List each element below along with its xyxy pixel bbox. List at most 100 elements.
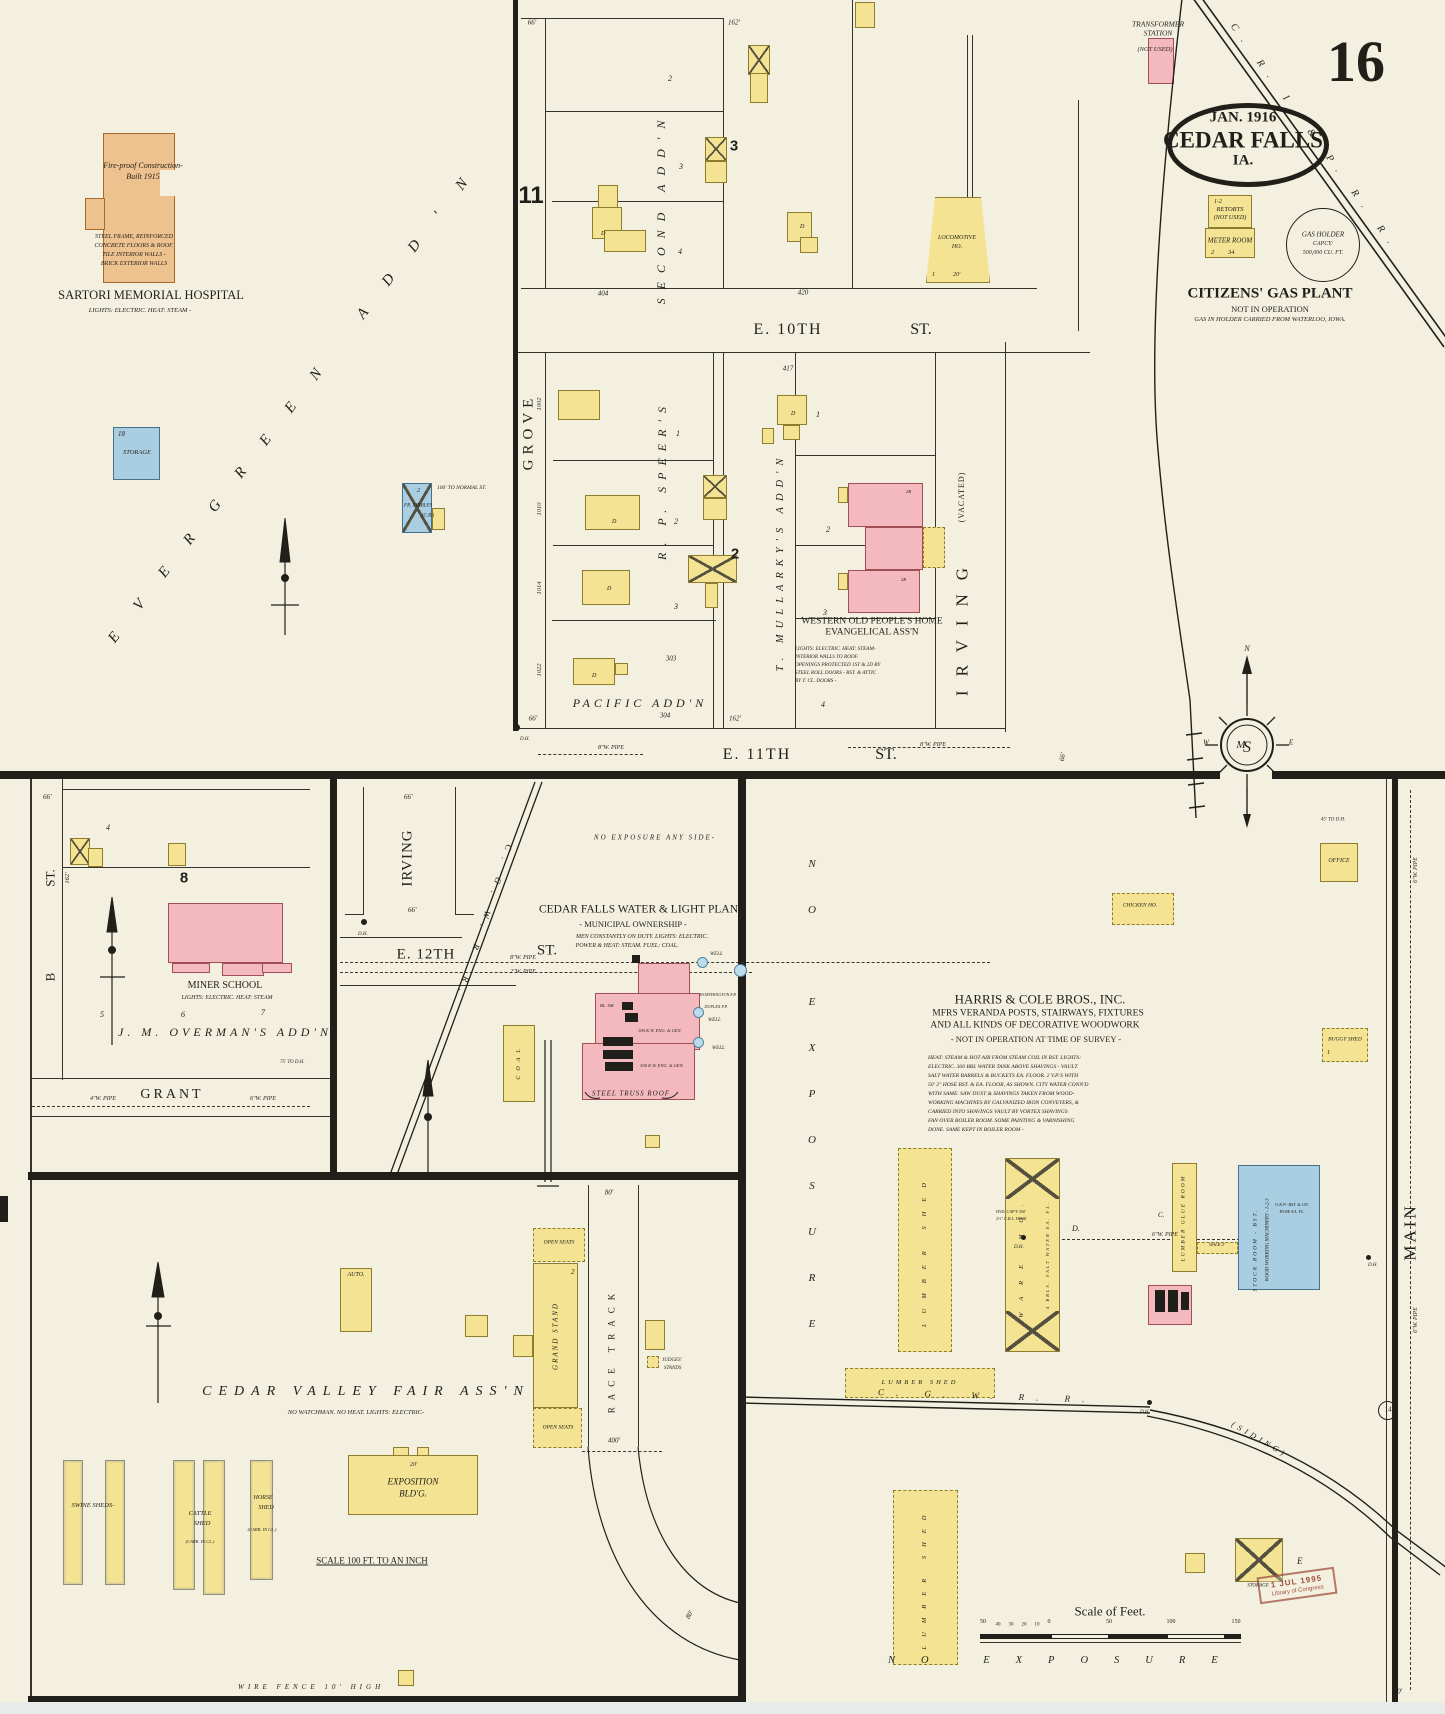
engine-block (603, 1050, 633, 1059)
lumber-shed-label: LUMBER SHED (881, 1378, 959, 1386)
second-addn-label: SECOND ADD'N (654, 111, 668, 305)
scale-tick: 150 (1231, 1619, 1241, 1625)
buggy-shed-label: BUGGY SHED (1328, 1036, 1362, 1043)
north-arrow (100, 896, 125, 1045)
hospital-utilities: LIGHTS: ELECTRIC. HEAT: STEAM - (88, 306, 192, 314)
block-line (713, 352, 714, 728)
warehouse-note: 4 BBLS. SALT WATER EA. FL. (1044, 1200, 1050, 1310)
harris-cole-note7: CARRIED INTO SHAVINGS VAULT BY VORTEX SH… (928, 1109, 1068, 1115)
lot-number: 1 (816, 410, 820, 419)
street-e10th: E. 10TH (753, 321, 823, 338)
north-arrow (146, 1261, 171, 1403)
block-line (795, 352, 796, 728)
open-seats-label: OPEN SEATS (543, 1239, 575, 1246)
water-light-plant-note2: POWER & HEAT: STEAM. FUEL: COAL. (575, 943, 679, 949)
compass-west: W (1203, 738, 1209, 747)
block-line (30, 779, 32, 1704)
dim-66: 66' (43, 793, 52, 801)
speers-addn-label: R. P. SPEER'S (655, 400, 669, 560)
dim-162: 162' (728, 18, 740, 27)
woodworking-label: WOOD WORKING MACHINERY - 1-2-3 (1265, 1198, 1271, 1282)
railroad-spur-track (537, 1040, 559, 1187)
dim-80: 80' (604, 1188, 614, 1197)
pipe-label: 6"W. PIPE (1152, 1232, 1178, 1238)
house-number: 1002 (535, 397, 543, 411)
pipe-label: 6"W. PIPE (250, 1096, 276, 1102)
stock-room-label: STOCK ROOM - BST. (1252, 1208, 1259, 1292)
lot-number: 3 (823, 608, 827, 617)
chicken-house-label: CHICKEN HO. (1122, 902, 1158, 909)
building-judges-stand (645, 1320, 665, 1350)
dwelling-mark: D (592, 673, 597, 679)
gas-plant-note: GAS IN HOLDER CARRIED FROM WATERLOO, IOW… (1194, 315, 1346, 323)
street-bar-grove (513, 0, 518, 731)
pipe-label: 6"W. PIPE (1413, 857, 1419, 883)
cattle-shed-label2: SHED (193, 1519, 211, 1527)
hydrant-label: D.H. (520, 737, 530, 742)
gas-holder-capacity: 500,000 CU. FT. (1302, 250, 1344, 256)
building-old-peoples-home (865, 527, 923, 570)
pipe-label: 8"W. PIPE (920, 742, 946, 748)
old-peoples-home-note3: OPENINGS PROTECTED 1ST & 2D BY (795, 662, 881, 668)
block-line (513, 352, 1005, 353)
dwelling-mark: D (601, 231, 606, 237)
street-line (455, 787, 456, 915)
scale-bar-gap (1052, 1635, 1108, 1638)
water-pipe (538, 754, 643, 755)
harris-cole-note3: SALT WATER BARRELS & BUCKETS EA. FLOOR. … (928, 1073, 1079, 1079)
compass-rose: S M (1205, 655, 1289, 828)
engine-block (605, 1062, 633, 1071)
steel-truss-roof-label: STEEL TRUSS ROOF (591, 1089, 671, 1098)
engine-label: 300 K.W. ENG. & GEN. (638, 1027, 682, 1033)
coal-shed-label: COAL (516, 1044, 522, 1080)
building-miner-school-tab (262, 963, 292, 973)
block-line (513, 728, 1005, 729)
pipe-label: 6"W. PIPE (1413, 1307, 1419, 1333)
boiler-stack (1168, 1290, 1178, 1312)
building-lumber-shed (893, 1490, 958, 1665)
hospital-spec3: TILE INTERIOR WALLS - (102, 252, 166, 258)
lot-line (552, 201, 723, 202)
svg-text:S: S (1243, 739, 1251, 756)
harris-cole-note4: 50' 2" HOSE BST. & EA. FLOOR, AS SHOWN. … (928, 1082, 1089, 1088)
boiler-stack (1181, 1292, 1189, 1310)
pipe-label: 4"W. PIPE (90, 1096, 116, 1102)
lot-number: 4 (106, 823, 110, 832)
parcel-line (1078, 100, 1079, 331)
building-shed (398, 1670, 414, 1686)
well-label: WELL (710, 952, 723, 957)
cattle-shed-label: CATTLE (188, 1509, 212, 1517)
pipe-label: 8"W. PIPE (510, 955, 536, 961)
adjoining-sheet-number: 14 (1384, 1405, 1392, 1414)
building-barn (705, 583, 718, 608)
water-pipe (340, 972, 752, 973)
old-peoples-home-note5: BY T. CL. DOORS - (795, 678, 837, 684)
dim-162: 162' (729, 714, 741, 723)
harris-cole-sub1: MFRS VERANDA POSTS, STAIRWAYS, FIXTURES (932, 1008, 1144, 1019)
home-storey-mark: 2B (901, 577, 906, 582)
hydrant-label: D.H. (1140, 1410, 1150, 1415)
glue-room-letter: C. (1158, 1211, 1165, 1219)
pipe-label: 2"W. PIPE (510, 969, 536, 975)
water-pipe (848, 747, 1010, 748)
retorts-label: RETORTS (1216, 205, 1244, 213)
building-sartori-hospital-wing (85, 198, 105, 230)
street-grant: GRANT (140, 1087, 204, 1102)
lot-number: 2 (674, 517, 678, 526)
building-exposition (348, 1455, 478, 1515)
scale-bar-line (980, 1642, 1241, 1643)
pacific-addn-label: PACIFIC ADD'N (572, 696, 708, 710)
section-bar (0, 771, 1220, 779)
old-peoples-home-name2: EVANGELICAL ASS'N (825, 627, 919, 638)
scale-tick: 100 (1166, 1619, 1176, 1625)
house-number: 303 (665, 654, 677, 663)
building-shed (615, 663, 628, 675)
harris-cole-note2: ELECTRIC. 300 BBL WATER TANK ABOVE SHAVI… (928, 1064, 1079, 1070)
scale-tick: 30 (1008, 1622, 1014, 1628)
hydrant-dot (513, 724, 520, 731)
race-track-line (638, 1185, 639, 1447)
dim-162: 162' (63, 872, 71, 884)
building-chicken-house (1112, 893, 1174, 925)
hospital-spec1: STEEL FRAME, REINFORCED (94, 234, 174, 240)
no-exposure-bottom: NO EXPOSURE (888, 1655, 1244, 1666)
